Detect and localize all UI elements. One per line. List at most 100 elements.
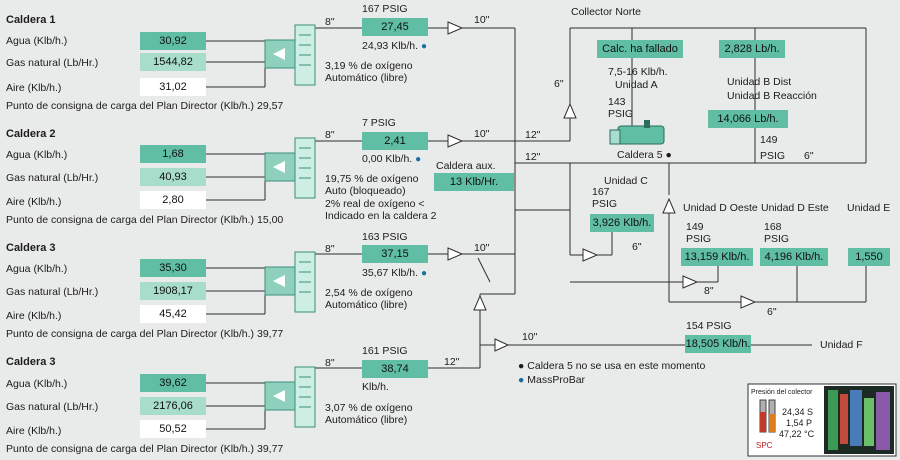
unit-b-pressure: 149 [760,134,778,146]
pipe-12b: 12" [525,151,541,163]
boiler-2-mode: Auto (bloqueado) [325,185,406,197]
boiler-4-gas-value: 2176,06 [140,397,206,415]
calc-failed-box: Calc. ha fallado [597,40,683,58]
bullet-icon: ● [518,360,525,372]
boiler-4-pipe-out: 12" [444,356,460,368]
unit-b-psig: PSIG [760,150,786,162]
boiler-4-air-label: Aire (Klb/h.) [6,425,62,437]
unit-d-este-pressure: 168 [764,221,782,233]
boiler-1-pipe-out: 10" [474,14,490,26]
boiler-2-flow: 0,00 Klb/h. ● [362,153,421,166]
boiler-4-setpoint: Punto de consigna de carga del Plan Dire… [6,443,283,455]
unit-a-label: Unidad A [615,79,658,91]
boiler-2-gas-value: 40,93 [140,168,206,186]
boiler-4-air-value: 50,52 [140,420,206,438]
boiler-1-gas-label: Gas natural (Lb/Hr.) [6,57,99,69]
unit-d-oeste-pressure: 149 [686,221,704,233]
boiler-2-air-value: 2,80 [140,191,206,209]
boiler-3-gas-value: 1908,17 [140,282,206,300]
boiler-1-mode: Automático (libre) [325,72,408,84]
collector-title: Collector Norte [571,6,642,18]
boiler-2-water-value: 1,68 [140,145,206,163]
inset-v1: 24,34 [782,407,805,417]
massprobar-dot-icon: ● [415,154,422,165]
boiler-3-setpoint: Punto de consigna de carga del Plan Dire… [6,328,283,340]
setpoint-value: 39,77 [256,443,284,455]
boiler-3-water-value: 35,30 [140,259,206,277]
boiler-1-gas-value: 1544,82 [140,53,206,71]
boiler-3-steam: 37,15 [362,245,428,263]
caldera5-label: Caldera 5 ● [617,149,672,161]
inset-title: Presión del colector [751,389,813,396]
boiler-1-pressure: 167 PSIG [362,3,408,15]
boiler-4-water-value: 39,62 [140,374,206,392]
boiler-3-gas-label: Gas natural (Lb/Hr.) [6,286,99,298]
boiler-4-flow: Klb/h. [362,381,389,393]
boiler-3-pipe-out: 10" [474,242,490,254]
pipe-10: 10" [522,331,538,343]
unit-c-flow: 3,926 Klb/h. [590,214,654,232]
boiler-2-oxygen: 19,75 % de oxígeno [325,173,419,185]
boiler-2-water-label: Agua (Klb/h.) [6,149,68,161]
boiler-3-flow: 35,67 Klb/h. ● [362,267,427,280]
inset-value-2: 1,54 P [786,417,812,429]
unit-d-oeste-psig: PSIG [686,233,712,245]
boiler-3-pressure: 163 PSIG [362,231,408,243]
setpoint-value: 29,57 [256,100,284,112]
boiler-3-air-label: Aire (Klb/h.) [6,310,62,322]
boiler-2-note-1: 2% real de oxígeno < [325,198,425,210]
caldera5-icon [609,120,665,145]
legend-massprobar: ● MassProBar [518,374,585,386]
boiler-1-air-value: 31,02 [140,78,206,96]
inset-l1: S [807,407,814,417]
flow-text: 35,67 Klb/h. [362,267,419,279]
boiler-2-title: Caldera 2 [6,128,56,140]
legend-caldera5-text: Caldera 5 no se usa en este momento [527,360,706,372]
pipe-6b: 6" [804,150,814,162]
unit-f-flow: 18,505 Klb/h. [685,335,751,353]
boiler-1-setpoint: Punto de consigna de carga del Plan Dire… [6,100,283,112]
aux-boiler-label: Caldera aux. [436,160,496,172]
inset-l2: P [806,418,813,428]
massprobar-dot-icon: ● [518,374,525,386]
unit-e-label: Unidad E [847,202,891,214]
massprobar-dot-icon: ● [420,268,428,279]
boiler-2-pipe-out: 10" [474,128,490,140]
unit-f-pressure: 154 PSIG [686,320,732,332]
unit-f-label: Unidad F [820,339,863,351]
unit-b-react: Unidad B Reacción [727,90,817,102]
unit-a-range: 7,5-16 Klb/h. [608,66,668,78]
boiler-1-water-label: Agua (Klb/h.) [6,35,68,47]
massprobar-dot-icon: ● [420,41,428,52]
unit-b-react-flow: 14,066 Lb/h. [708,110,788,128]
boiler-icons [264,24,316,428]
boiler-2-setpoint: Punto de consigna de carga del Plan Dire… [6,214,283,226]
inset-value-1: 24,34 S [782,406,813,418]
unit-c-psig: PSIG [592,198,618,210]
boiler-3-mode: Automático (libre) [325,299,408,311]
inset-value-3: 47,22 °C [779,429,815,439]
unit-e-flow: 1,550 [848,248,890,266]
boiler-4-water-label: Agua (Klb/h.) [6,378,68,390]
inset-v2: 1,54 [786,418,804,428]
boiler-2-note-2: Indicado en la caldera 2 [325,210,437,222]
boiler-1-flow: 24,93 Klb/h. ● [362,40,427,53]
setpoint-label: Punto de consigna de carga del Plan Dire… [6,328,255,340]
legend-caldera5: ● Caldera 5 no se usa en este momento [518,360,705,372]
bullet-icon: ● [665,149,672,161]
boiler-1-oxygen: 3,19 % de oxígeno [325,60,413,72]
boiler-3-pipe-in: 8" [325,243,335,255]
pipe-6a: 6" [554,78,564,90]
pipe-6d: 6" [767,306,777,318]
setpoint-label: Punto de consigna de carga del Plan Dire… [6,443,255,455]
setpoint-label: Punto de consigna de carga del Plan Dire… [6,100,255,112]
unit-c-pressure: 167 [592,186,610,198]
unit-a-psig: PSIG [608,108,634,120]
flow-text: 24,93 Klb/h. [362,40,419,52]
boiler-3-title: Caldera 3 [6,242,56,254]
caldera5-text: Caldera 5 [617,149,663,161]
unit-d-oeste: Unidad D Oeste [683,202,758,214]
unit-d-este-flow: 4,196 Klb/h. [760,248,828,266]
boiler-1-water-value: 30,92 [140,32,206,50]
pipe-6c: 6" [632,241,642,253]
